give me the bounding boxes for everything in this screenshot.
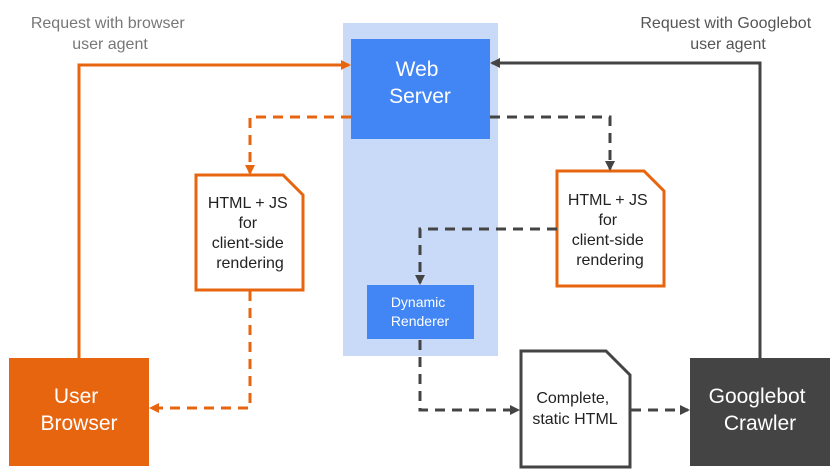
web-server-label: Web Server	[389, 58, 451, 108]
request-browser-label: Request with browser user agent	[31, 15, 189, 53]
html-js-right-label: HTML + JS for client-side rendering	[568, 192, 652, 269]
user-browser-box	[9, 358, 149, 466]
web-server-box	[351, 39, 490, 139]
html-right-to-renderer-arrow	[415, 227, 557, 285]
user-browser-label: User Browser	[40, 385, 117, 435]
dynamic-renderer-label: Dynamic Renderer	[391, 294, 450, 329]
html-js-left-document	[194, 173, 305, 292]
dynamic-renderer-box	[367, 285, 474, 339]
static-html-label: Complete, static HTML	[532, 390, 617, 428]
html-js-left-label: HTML + JS for client-side rendering	[208, 195, 292, 272]
request-googlebot-label: Request with Googlebot user agent	[640, 15, 815, 53]
static-html-document	[519, 349, 632, 469]
html-js-right-document	[555, 169, 666, 288]
server-to-html-right-arrow	[490, 115, 615, 171]
googlebot-crawler-label: Googlebot Crawler	[709, 385, 812, 435]
googlebot-request-arrow	[490, 58, 762, 358]
server-to-html-left-arrow	[245, 115, 351, 175]
browser-request-arrow	[77, 60, 351, 358]
renderer-to-static-html-arrow	[418, 340, 520, 415]
html-left-to-browser-arrow	[149, 291, 252, 413]
googlebot-crawler-box	[690, 358, 830, 466]
